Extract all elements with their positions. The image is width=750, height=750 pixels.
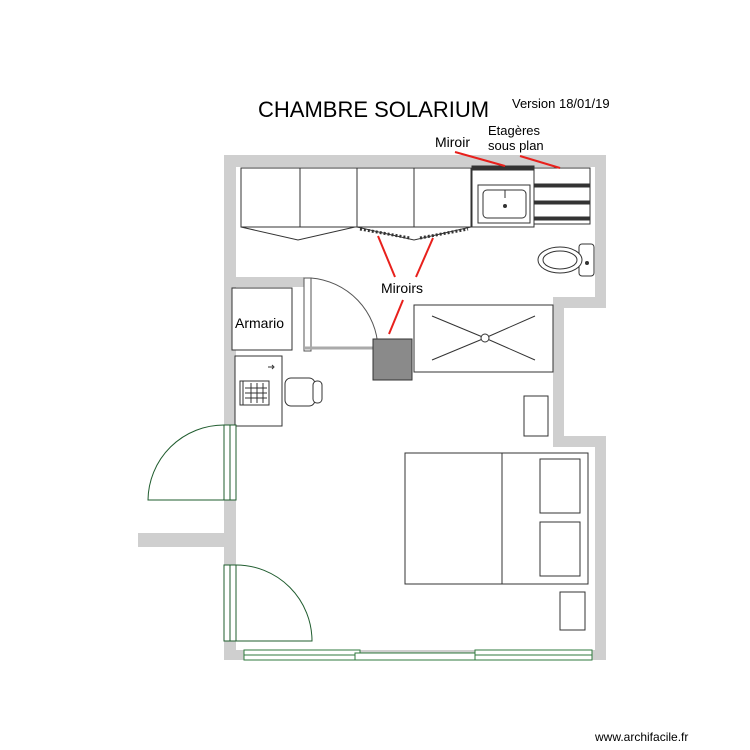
watermark: www.archifacile.fr xyxy=(594,730,688,744)
etageres-pointer xyxy=(519,155,561,169)
pillow-2 xyxy=(539,521,581,577)
toilet-seat xyxy=(542,250,578,270)
plan-title: CHAMBRE SOLARIUM xyxy=(258,97,489,122)
keyboard-grid xyxy=(245,383,267,403)
armario-label: Armario xyxy=(235,315,284,331)
shower-diag-3 xyxy=(431,337,486,361)
miroirs-label: Miroirs xyxy=(381,280,423,296)
toilet xyxy=(537,243,595,277)
wall-partition xyxy=(236,277,304,287)
window-2 xyxy=(354,652,478,661)
cabinet-4 xyxy=(413,167,472,228)
miroir-label: Miroir xyxy=(435,134,470,150)
inner-door-leaf xyxy=(303,277,312,352)
annotation-lines xyxy=(377,151,561,335)
wall-left-upper xyxy=(224,155,236,425)
wardrobe xyxy=(231,287,293,351)
shelves xyxy=(533,167,591,225)
miroirs-pointer-down xyxy=(388,299,404,335)
etageres-label-line1: Etagères xyxy=(488,123,541,138)
etageres-label-line2: sous plan xyxy=(488,138,544,153)
bed xyxy=(404,452,589,585)
shower-diag-1 xyxy=(431,315,486,339)
laptop-screen xyxy=(239,380,244,406)
shower-drain xyxy=(480,333,490,343)
chair-back xyxy=(312,380,323,404)
wall-left-stub xyxy=(138,533,236,547)
small-cabinet-lower xyxy=(559,591,586,631)
toilet-button xyxy=(585,261,589,265)
shower-diag-2 xyxy=(484,315,536,339)
wardrobe-box xyxy=(231,287,293,351)
cabinet-1 xyxy=(240,167,301,228)
drain xyxy=(503,204,507,208)
shower xyxy=(413,304,554,373)
kitchen-cabinets xyxy=(240,167,472,241)
shelf-1 xyxy=(533,183,591,188)
mouse-icon xyxy=(268,364,275,370)
small-cabinet-upper xyxy=(523,395,549,437)
wall-top xyxy=(224,155,606,167)
pillow-1 xyxy=(539,458,581,514)
shelf-2 xyxy=(533,200,591,205)
shelf-3 xyxy=(533,216,591,221)
miroirs-pointer-right xyxy=(415,237,434,278)
wall-right-middle xyxy=(553,297,564,447)
mirror-strip-right xyxy=(419,227,469,240)
bottom-windows xyxy=(243,649,593,661)
wall-right-lower xyxy=(595,436,606,660)
sink-unit xyxy=(471,165,535,228)
wall-right-upper xyxy=(595,155,606,308)
wall-right-step-bottom xyxy=(553,436,606,447)
inner-door xyxy=(303,277,379,352)
wall-right-step-top xyxy=(553,297,606,308)
shelf-unit xyxy=(533,167,591,225)
mirror-strip-left xyxy=(359,227,411,240)
version-label: Version 18/01/19 xyxy=(512,96,610,111)
inner-door-swing xyxy=(310,277,379,349)
cabinet-door-swing-1 xyxy=(240,226,356,241)
mirror-cabinet xyxy=(372,338,413,381)
cabinet-2 xyxy=(299,167,358,228)
miroir-pointer xyxy=(454,151,506,167)
desk xyxy=(234,355,323,427)
left-doors xyxy=(147,424,313,642)
left-door-lower-swing xyxy=(235,564,313,642)
cabinet-door-swing-2 xyxy=(356,226,472,241)
shower-diag-4 xyxy=(484,337,536,361)
cabinet-3 xyxy=(356,167,415,228)
left-door-upper-swing xyxy=(147,424,225,501)
mirror-bar xyxy=(471,165,535,171)
miroirs-pointer-left xyxy=(377,235,396,278)
chair-seat xyxy=(284,377,316,407)
